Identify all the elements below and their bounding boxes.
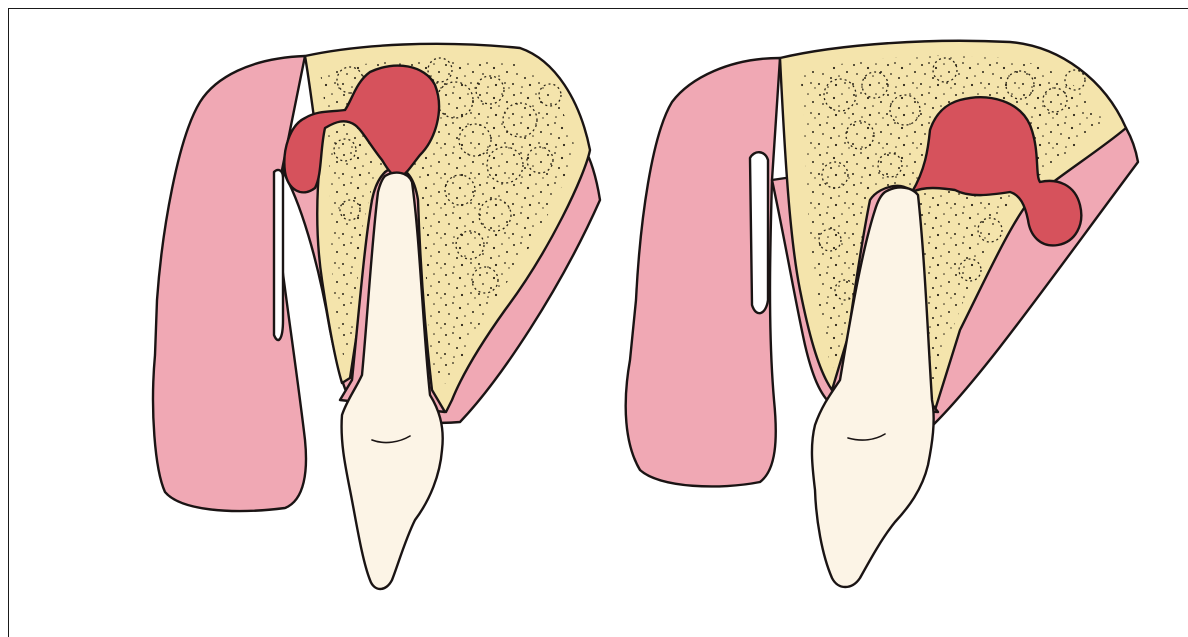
left-vestibule xyxy=(274,170,283,340)
right-vestibule xyxy=(750,152,768,313)
panel-right xyxy=(626,41,1138,587)
panel-left xyxy=(153,44,600,589)
